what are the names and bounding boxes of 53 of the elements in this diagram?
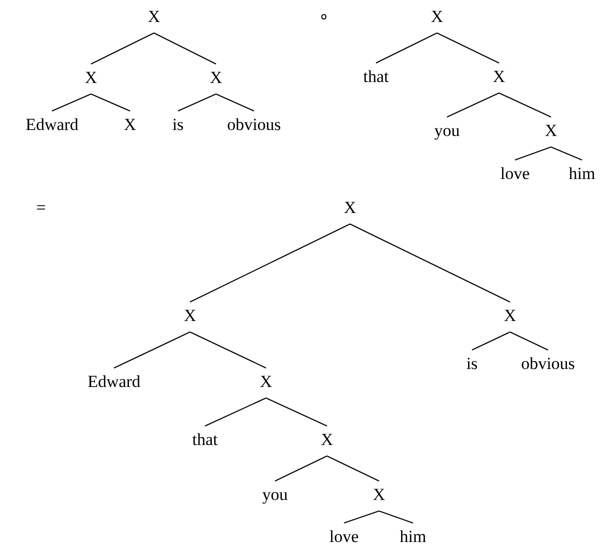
tree-node-label: X xyxy=(122,111,138,141)
tree-node-label: X xyxy=(182,302,198,332)
tree-node-label: him xyxy=(398,523,428,550)
tree-branch xyxy=(326,456,380,482)
tree-node-label: X xyxy=(370,481,388,511)
tree-branch xyxy=(190,332,266,368)
tree-node-label: him xyxy=(566,160,598,190)
tree-node-label: X xyxy=(318,426,336,456)
tree-node-label: is xyxy=(464,350,480,380)
tree-branch xyxy=(514,146,552,161)
tree-node-label: obvious xyxy=(519,350,577,380)
tree-node-label: X xyxy=(258,368,274,398)
tree-node-label: obvious xyxy=(225,111,283,141)
tree-node-label: X xyxy=(342,194,358,224)
tree-branch xyxy=(378,510,414,524)
tree-node-label: Edward xyxy=(24,111,80,141)
tree-node-label: love xyxy=(498,160,532,190)
tree-branch xyxy=(446,92,500,118)
tree-branch xyxy=(52,94,92,112)
tree-node-label: X xyxy=(542,117,560,147)
tree-branch xyxy=(550,146,582,160)
tree-branch xyxy=(510,332,548,350)
tree-node-label: X xyxy=(208,64,224,94)
tree-branch xyxy=(216,94,254,112)
operator-symbol: ∘ xyxy=(318,7,330,27)
operator-symbol: = xyxy=(36,198,46,218)
tree-branch xyxy=(436,32,500,64)
tree-branch xyxy=(498,92,552,118)
tree-branch xyxy=(154,32,216,64)
tree-node-label: X xyxy=(428,3,446,33)
tree-node-label: X xyxy=(490,63,508,93)
tree-branch xyxy=(266,398,328,426)
tree-branch xyxy=(344,510,380,524)
tree-branch xyxy=(376,32,438,64)
tree-branch xyxy=(190,224,350,302)
tree-node-label: X xyxy=(146,3,162,33)
tree-branch xyxy=(472,332,510,350)
tree-branch xyxy=(114,332,190,368)
tree-branch xyxy=(204,398,266,426)
tree-branch xyxy=(350,224,510,302)
tree-node-label: you xyxy=(260,481,290,511)
tree-node-label: X xyxy=(502,302,518,332)
tree-branch xyxy=(90,32,154,64)
tree-node-label: that xyxy=(361,63,391,93)
tree-node-label: that xyxy=(190,426,220,456)
tree-branch xyxy=(90,94,130,112)
tree-branch xyxy=(274,456,328,482)
tree-node-label: X xyxy=(82,64,100,94)
tree-branch xyxy=(178,94,216,112)
tree-node-label: is xyxy=(170,111,186,141)
tree-node-label: Edward xyxy=(86,368,142,398)
tree-node-label: love xyxy=(327,523,361,550)
tree-node-label: you xyxy=(432,117,462,147)
